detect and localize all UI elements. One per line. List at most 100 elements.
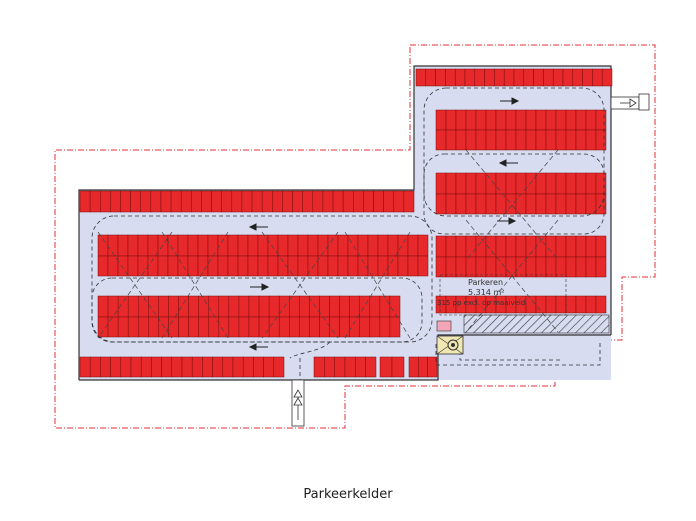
- parking-stall: [379, 295, 391, 318]
- parking-stall: [393, 190, 405, 213]
- parking-stall: [110, 356, 122, 378]
- parking-stall: [329, 295, 340, 318]
- parking-stall: [555, 129, 567, 151]
- parking-stall: [359, 295, 371, 318]
- parking-stall: [369, 316, 381, 338]
- parking-stall: [168, 316, 179, 338]
- parking-stall: [455, 193, 467, 215]
- parking-stall: [575, 129, 587, 151]
- parking-stall: [202, 356, 213, 378]
- parking-stall: [313, 356, 325, 378]
- parking-stall: [495, 129, 507, 151]
- parking-stall: [365, 356, 377, 378]
- parking-stall: [435, 109, 447, 131]
- parking-stall: [387, 255, 399, 277]
- parking-stall: [515, 235, 527, 258]
- parking-stall: [545, 172, 557, 195]
- parking-stall: [575, 109, 587, 131]
- parking-stall: [334, 356, 346, 378]
- parking-stall: [601, 68, 613, 87]
- parking-stall: [232, 356, 244, 378]
- parking-stall: [157, 255, 169, 277]
- parking-stall: [533, 68, 544, 87]
- parking-stall: [435, 68, 446, 87]
- parking-stall: [525, 295, 537, 314]
- parking-stall: [505, 235, 517, 258]
- parking-stall: [337, 234, 349, 257]
- parking-stall: [212, 356, 224, 378]
- parking-stall: [525, 109, 537, 131]
- parking-stall: [257, 255, 269, 277]
- parking-stall: [408, 356, 419, 378]
- parking-stall: [349, 316, 360, 338]
- parking-stall: [585, 256, 597, 278]
- parking-stall: [299, 295, 310, 318]
- parking-stall: [515, 256, 527, 278]
- parking-stall: [505, 193, 517, 215]
- parking-stall: [418, 356, 428, 378]
- parking-stall: [545, 256, 557, 278]
- parking-stall: [383, 190, 395, 213]
- parking-stall: [267, 255, 279, 277]
- parking-stall: [505, 129, 517, 151]
- parking-stall: [397, 255, 409, 277]
- parking-stall: [585, 109, 597, 131]
- parking-stall: [485, 256, 497, 278]
- parking-stall: [287, 234, 299, 257]
- driving-direction-arrow-icon: [248, 97, 520, 351]
- parking-stall: [391, 356, 405, 378]
- parking-stall: [117, 234, 129, 257]
- parking-stall: [369, 295, 381, 318]
- parking-stall: [435, 129, 447, 151]
- parking-stall: [127, 316, 139, 338]
- parking-stall: [595, 256, 607, 278]
- parking-stall: [355, 356, 366, 378]
- parking-stall: [237, 234, 249, 257]
- parking-stall: [585, 235, 597, 258]
- parking-stall: [505, 256, 517, 278]
- parking-stall: [272, 190, 283, 213]
- parking-stall: [227, 234, 239, 257]
- parking-stall: [251, 190, 263, 213]
- parking-stall: [525, 129, 537, 151]
- parking-stall: [485, 109, 497, 131]
- parking-stall: [312, 190, 324, 213]
- parking-stall: [525, 193, 537, 215]
- parking-stall: [217, 255, 229, 277]
- parking-stall: [565, 295, 577, 314]
- parking-stall: [309, 295, 320, 318]
- parking-stall: [211, 190, 222, 213]
- parking-stall: [181, 356, 193, 378]
- parking-stall: [161, 356, 173, 378]
- parking-stall: [97, 316, 109, 338]
- parking-stall: [307, 255, 319, 277]
- parking-stall: [263, 356, 275, 378]
- parking-stall: [297, 255, 309, 277]
- parking-stall: [170, 190, 182, 213]
- parking-stall: [367, 234, 379, 257]
- parking-stall: [327, 255, 339, 277]
- parking-stall: [495, 172, 507, 195]
- parking-stall: [138, 316, 149, 338]
- parking-stall: [505, 109, 517, 131]
- parking-stall: [218, 295, 230, 318]
- parking-stall: [464, 68, 476, 87]
- parking-stall: [572, 68, 583, 87]
- parking-stall: [130, 190, 141, 213]
- parking-stall: [545, 295, 557, 314]
- parking-stall: [198, 295, 209, 318]
- parking-stall: [347, 255, 359, 277]
- parking-stall: [339, 316, 350, 338]
- parking-stall: [525, 172, 537, 195]
- hatched-zone: [463, 314, 610, 334]
- parking-stall: [465, 129, 477, 151]
- parking-stall: [158, 295, 169, 318]
- parking-stall: [231, 190, 243, 213]
- parking-stall: [465, 109, 477, 131]
- parking-stall: [171, 356, 183, 378]
- parking-stall: [595, 172, 607, 195]
- parking-stall: [277, 234, 289, 257]
- parking-stall: [201, 190, 212, 213]
- parking-stall: [515, 193, 527, 215]
- parking-stall: [167, 255, 179, 277]
